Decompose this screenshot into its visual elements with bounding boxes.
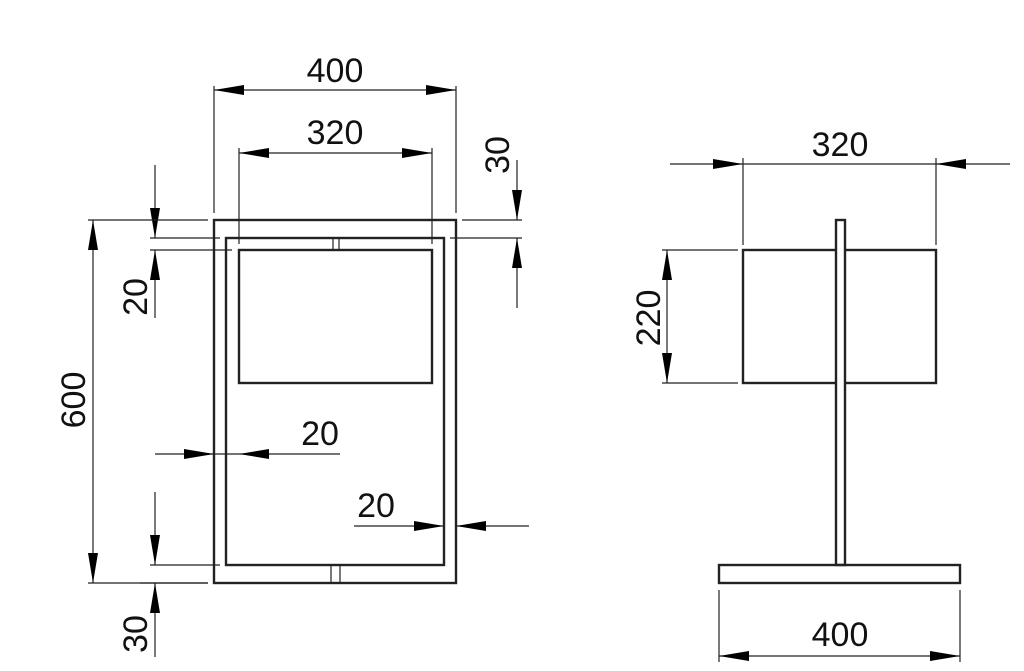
dimension-label: 30 — [117, 615, 155, 653]
outer-frame — [212, 218, 458, 585]
dimension-left-frame-thickness: 20 — [155, 415, 340, 459]
dimension-right-frame-thickness: 20 — [354, 487, 529, 531]
dimension-label: 400 — [307, 52, 364, 90]
dimension-base-width: 400 — [718, 590, 961, 662]
dimension-label: 20 — [301, 415, 339, 453]
dimension-label: 20 — [117, 278, 155, 316]
screen-panel — [237, 248, 434, 385]
front-view: 400 320 30 20 600 — [55, 52, 529, 657]
dimension-screen-width: 320 — [238, 114, 433, 244]
inner-frame — [224, 236, 446, 567]
dimension-label: 220 — [630, 290, 668, 347]
dimension-overall-width: 400 — [213, 52, 457, 213]
dimension-label: 400 — [812, 616, 869, 654]
dimension-top-offset: 30 — [450, 136, 522, 308]
dimension-label: 320 — [812, 126, 869, 164]
dimension-side-screen-width: 320 — [670, 126, 1010, 245]
dimension-label: 600 — [55, 372, 93, 429]
dimension-bottom-offset: 30 — [117, 492, 220, 657]
dimension-label: 320 — [307, 114, 364, 152]
dimension-label: 30 — [479, 136, 517, 174]
bottom-joint — [330, 565, 341, 583]
pole — [834, 218, 847, 567]
dimension-label: 20 — [357, 487, 395, 525]
dimension-inner-gap: 20 — [117, 165, 232, 318]
base-plate — [717, 563, 962, 585]
dimension-overall-height: 600 — [55, 219, 208, 584]
dimension-side-screen-height: 220 — [630, 249, 738, 384]
top-joint — [332, 238, 340, 250]
side-view: 320 220 400 — [630, 126, 1010, 662]
